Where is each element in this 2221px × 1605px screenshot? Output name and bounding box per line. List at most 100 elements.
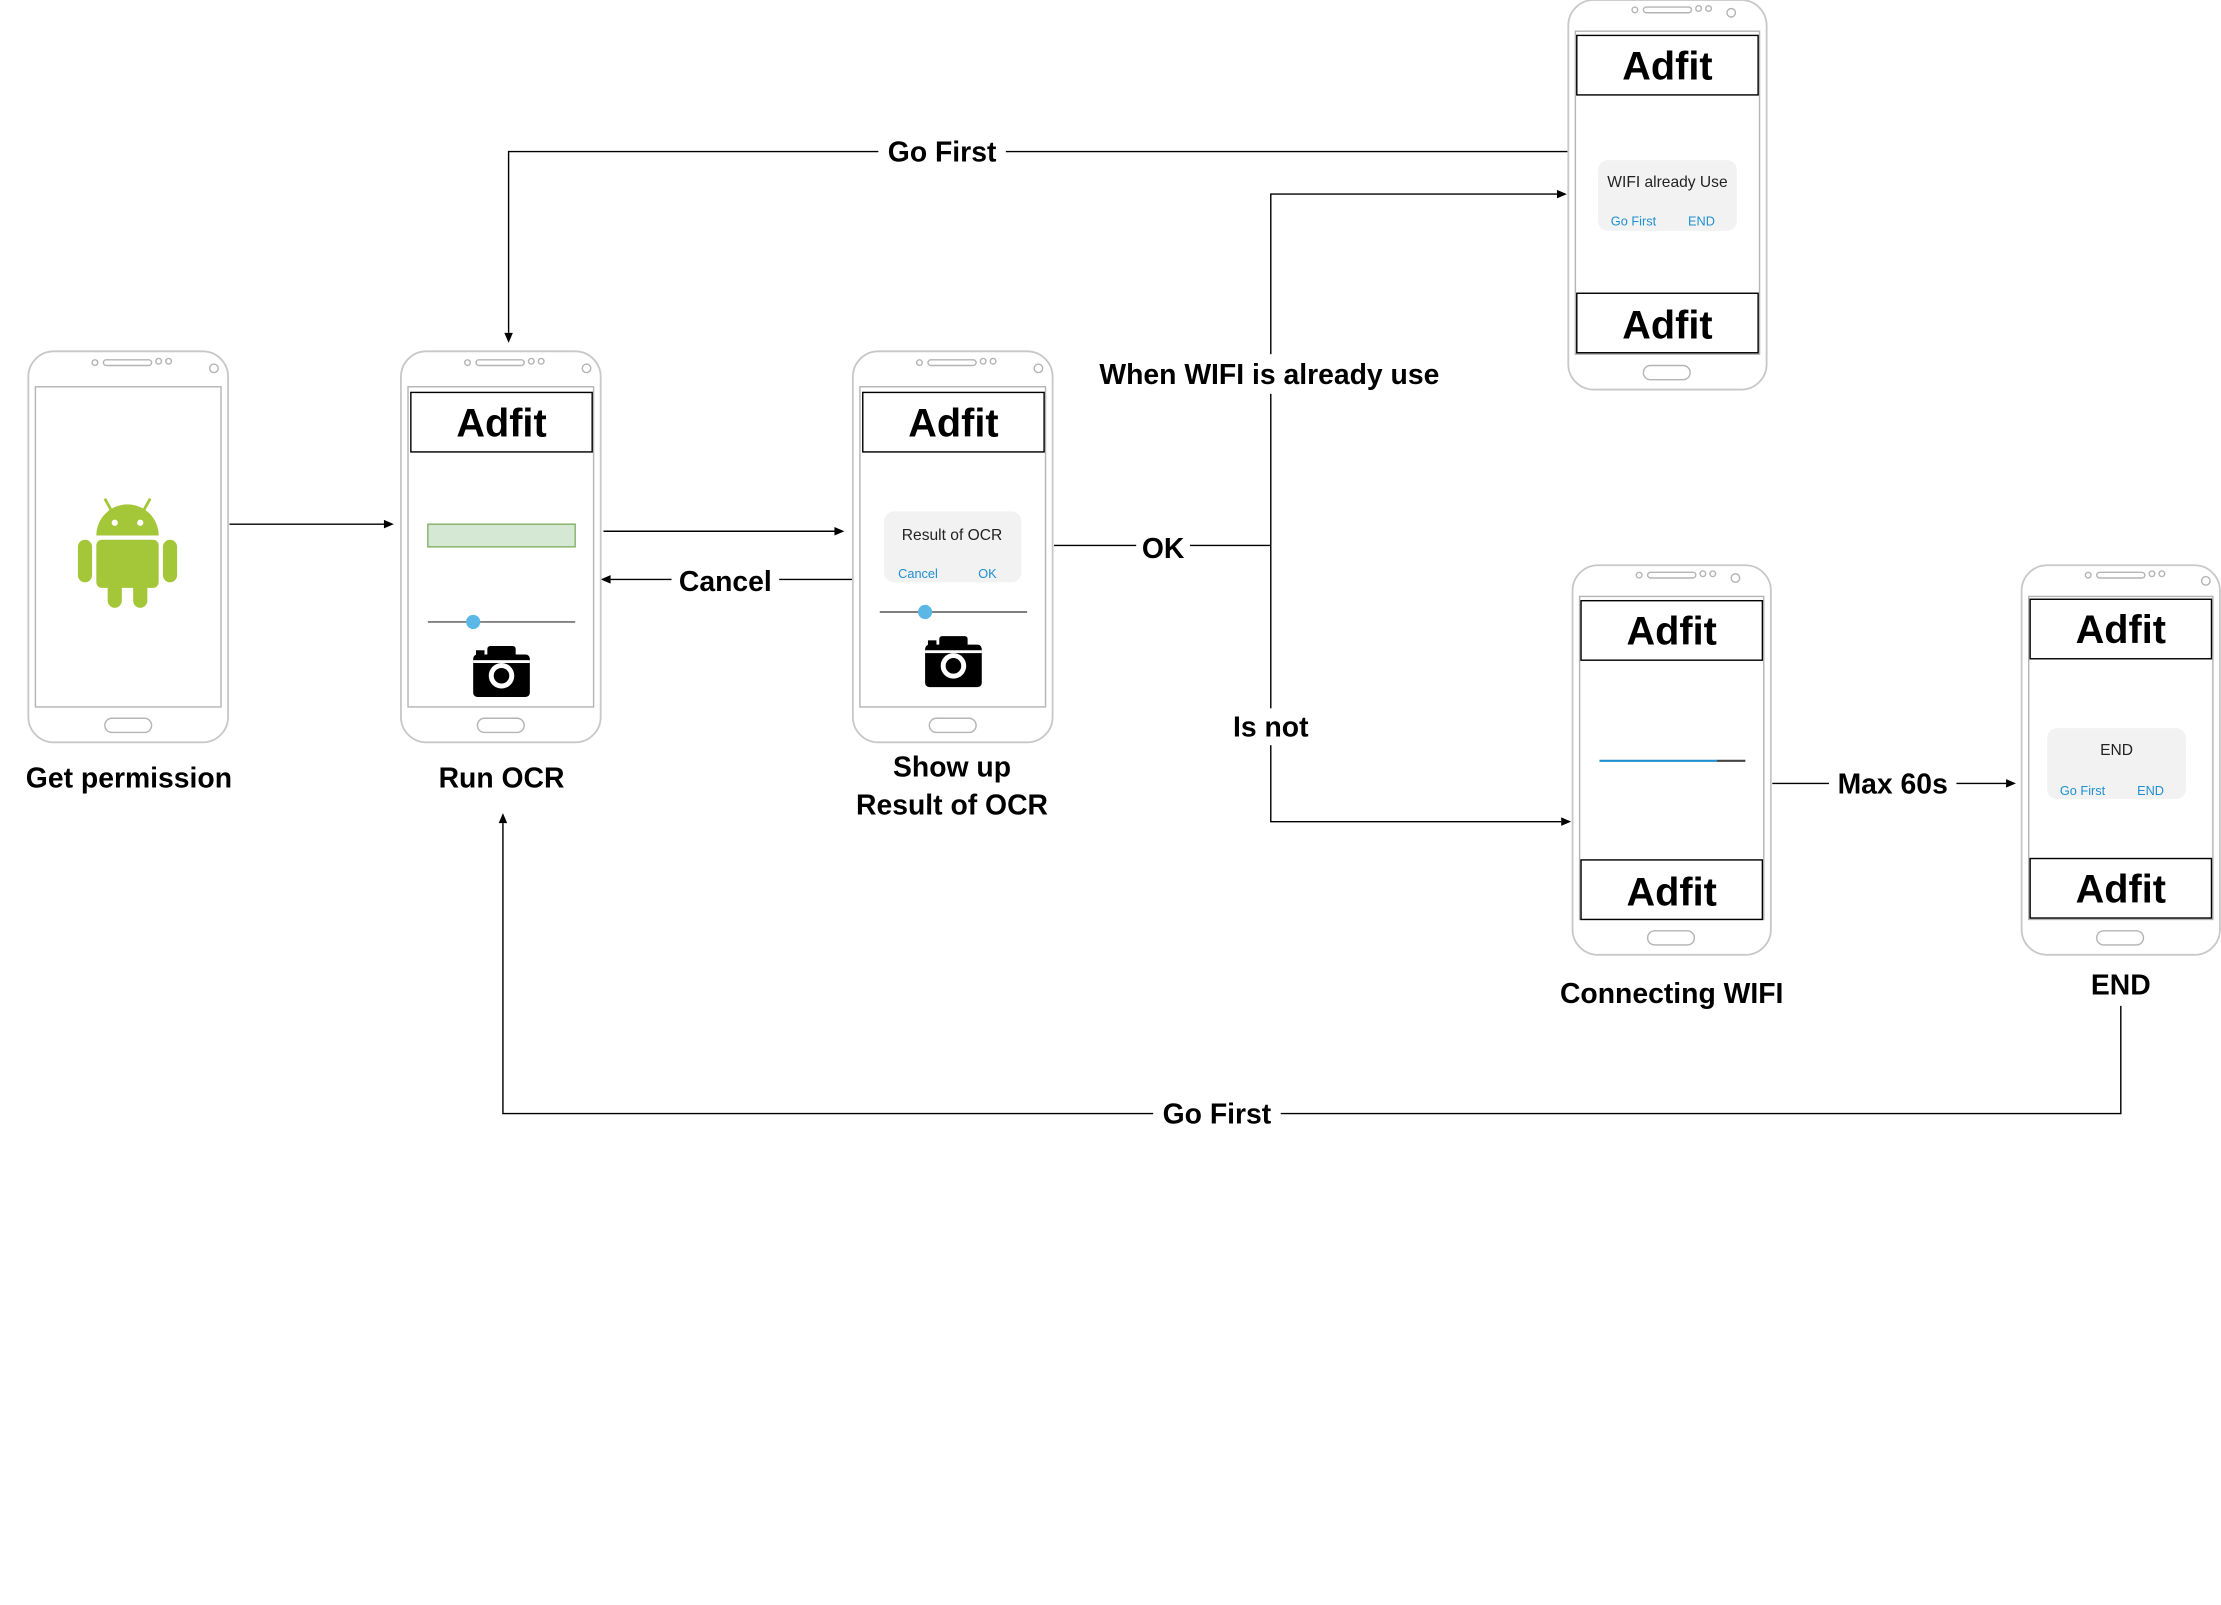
- edge-label-cancel: Cancel: [679, 566, 772, 598]
- caption-get-permission: Get permission: [26, 763, 232, 795]
- ocr-text-input[interactable]: [427, 523, 576, 548]
- edge-label-go-first-top: Go First: [888, 137, 997, 169]
- phone-sensor: [979, 357, 987, 365]
- dialog-title: WIFI already Use: [1607, 174, 1727, 191]
- end-button[interactable]: END: [2137, 783, 2164, 798]
- ad-banner[interactable]: [862, 391, 1045, 453]
- ocr-result-dialog: [884, 511, 1022, 583]
- go-first-button[interactable]: Go First: [1611, 213, 1657, 228]
- label-bg: [878, 133, 1006, 171]
- phone-sensor: [527, 357, 535, 365]
- ok-button[interactable]: OK: [978, 566, 997, 581]
- phone-run-ocr: Adfit Run OCR: [400, 350, 602, 795]
- phone-home-button: [1642, 364, 1691, 381]
- slider-thumb[interactable]: [918, 604, 933, 620]
- phone-camera: [581, 363, 592, 374]
- ad-banner-bottom[interactable]: [1580, 859, 1764, 921]
- go-first-button[interactable]: Go First: [2060, 783, 2106, 798]
- ad-banner-bottom[interactable]: [2029, 857, 2213, 919]
- phone-sensor: [1709, 570, 1717, 578]
- ad-banner-bottom[interactable]: [1576, 292, 1759, 354]
- ad-banner-text: Adfit: [456, 401, 546, 445]
- phone-end: Adfit END Go First END Adfit END: [2020, 564, 2221, 1002]
- phone-sensor: [989, 357, 997, 365]
- phone-get-permission: Get permission: [26, 350, 232, 795]
- arrowhead: [2006, 779, 2016, 788]
- phone-sensor: [1635, 571, 1643, 579]
- phone-home-button: [928, 717, 977, 734]
- camera-icon[interactable]: [925, 636, 982, 688]
- edge-labels: Go First Cancel OK When WIFI is already …: [671, 133, 1957, 1132]
- phone-camera: [208, 363, 219, 374]
- arrowhead: [1556, 189, 1567, 199]
- phone-wifi-already-use: Adfit WIFI already Use Go First END Adfi…: [1567, 0, 1768, 391]
- phone-home-button: [2096, 930, 2145, 946]
- caption-result-of-ocr: Result of OCR: [856, 790, 1048, 822]
- slider-thumb[interactable]: [466, 614, 481, 630]
- phone-sensor: [2148, 570, 2156, 578]
- phone-sensor: [463, 359, 472, 367]
- phone-speaker: [2096, 571, 2146, 579]
- ad-banner-text: Adfit: [1627, 870, 1717, 914]
- edge-label-go-first-bottom: Go First: [1163, 1098, 1272, 1130]
- wifi-used-dialog: [1598, 160, 1737, 231]
- edge-go-first-bottom: [502, 823, 2122, 1115]
- edge-go-first-top: [507, 150, 1569, 333]
- phone-connecting-wifi: Adfit Adfit Connecting WIFI: [1560, 564, 1783, 1010]
- edge-to-wifi-used: [1270, 193, 1557, 546]
- arrowhead: [498, 813, 508, 824]
- edge-label-ok: OK: [1142, 533, 1185, 565]
- phone-home-button: [104, 717, 153, 734]
- phone-speaker: [475, 359, 525, 367]
- ad-banner[interactable]: [410, 391, 593, 453]
- ad-banner-top[interactable]: [2029, 598, 2213, 660]
- label-bg: [671, 562, 780, 600]
- ad-banner-text: Adfit: [1627, 610, 1717, 654]
- arrowhead: [600, 575, 611, 584]
- label-bg: [1828, 765, 1957, 802]
- phone-camera: [1726, 7, 1737, 18]
- phone-speaker: [1646, 571, 1697, 579]
- phone-camera: [1033, 363, 1044, 374]
- phone-sensor: [1695, 4, 1703, 13]
- ad-banner-text: Adfit: [2076, 867, 2166, 911]
- android-robot-icon: [77, 497, 178, 608]
- end-dialog: [2047, 728, 2186, 800]
- caption-show-up: Show up: [893, 751, 1011, 783]
- edge-label-is-not: Is not: [1233, 712, 1309, 744]
- cancel-button[interactable]: Cancel: [898, 566, 938, 581]
- camera-icon[interactable]: [473, 646, 530, 698]
- phone-speaker: [1642, 6, 1693, 14]
- phone-sensor: [1699, 570, 1707, 578]
- ad-banner-text: Adfit: [1622, 44, 1712, 88]
- phone-camera: [1730, 573, 1741, 583]
- phone-home-button: [476, 717, 525, 734]
- arrowhead: [383, 519, 394, 529]
- ad-banner-text: Adfit: [908, 401, 998, 445]
- phone-speaker: [102, 359, 153, 367]
- phone-sensor: [155, 357, 163, 365]
- ad-banner-top[interactable]: [1580, 599, 1764, 661]
- diagram-svg: Go First Cancel OK When WIFI is already …: [26, 0, 2221, 1132]
- edge-to-connecting: [1270, 545, 1562, 823]
- end-button[interactable]: END: [1688, 213, 1715, 228]
- dialog-title: Result of OCR: [902, 527, 1002, 544]
- arrowhead: [834, 527, 845, 536]
- label-bg: [1153, 1095, 1281, 1132]
- edge-label-max-60s: Max 60s: [1838, 768, 1948, 800]
- label-bg: [1224, 708, 1318, 746]
- caption-end: END: [2091, 970, 2151, 1002]
- phone-sensor: [165, 357, 173, 365]
- phone-speaker: [927, 359, 977, 367]
- phone-sensor: [1704, 4, 1713, 13]
- phone-camera: [2200, 575, 2211, 586]
- arrowhead: [1561, 817, 1572, 826]
- phone-sensor: [2084, 571, 2092, 579]
- ad-banner-top[interactable]: [1576, 34, 1759, 96]
- phone-home-button: [1646, 930, 1696, 946]
- dialog-title: END: [2100, 742, 2133, 759]
- phone-sensor: [91, 359, 99, 367]
- label-bg: [1073, 354, 1468, 394]
- flow-diagram: Go First Cancel OK When WIFI is already …: [26, 0, 2221, 1132]
